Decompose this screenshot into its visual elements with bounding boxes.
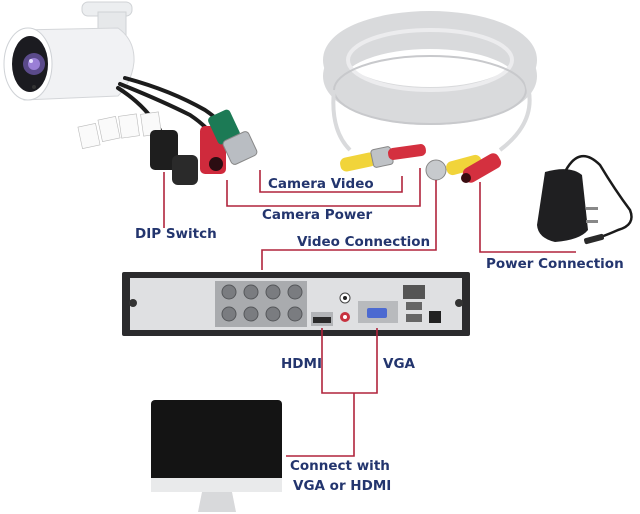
connection-lines [163,168,576,457]
dvr-recorder [122,272,470,336]
label-dip-switch: DIP Switch [135,226,217,242]
line-monitor [286,393,355,457]
label-power-connection: Power Connection [486,256,624,272]
line-video-connection [261,180,437,270]
dip-switch-connector [150,130,198,185]
monitor [151,400,282,512]
line-power-connection [479,182,576,253]
label-vga: VGA [383,356,415,372]
line-hdmi [321,328,378,394]
line-camera-video [259,170,403,193]
label-hdmi: HDMI [281,356,322,372]
bnc-connector-green [208,109,258,165]
line-camera-power [226,168,421,207]
power-adapter [537,155,633,245]
label-video-connection: Video Connection [297,234,431,250]
cable-connectors [340,144,502,183]
label-camera-power: Camera Power [262,207,373,223]
label-connect-line2: VGA or HDMI [293,478,392,494]
cable-coil [323,11,537,152]
label-connect-line1: Connect with [290,458,390,474]
label-camera-video: Camera Video [268,176,374,192]
bullet-camera [3,1,135,101]
dip-labels [77,111,162,149]
